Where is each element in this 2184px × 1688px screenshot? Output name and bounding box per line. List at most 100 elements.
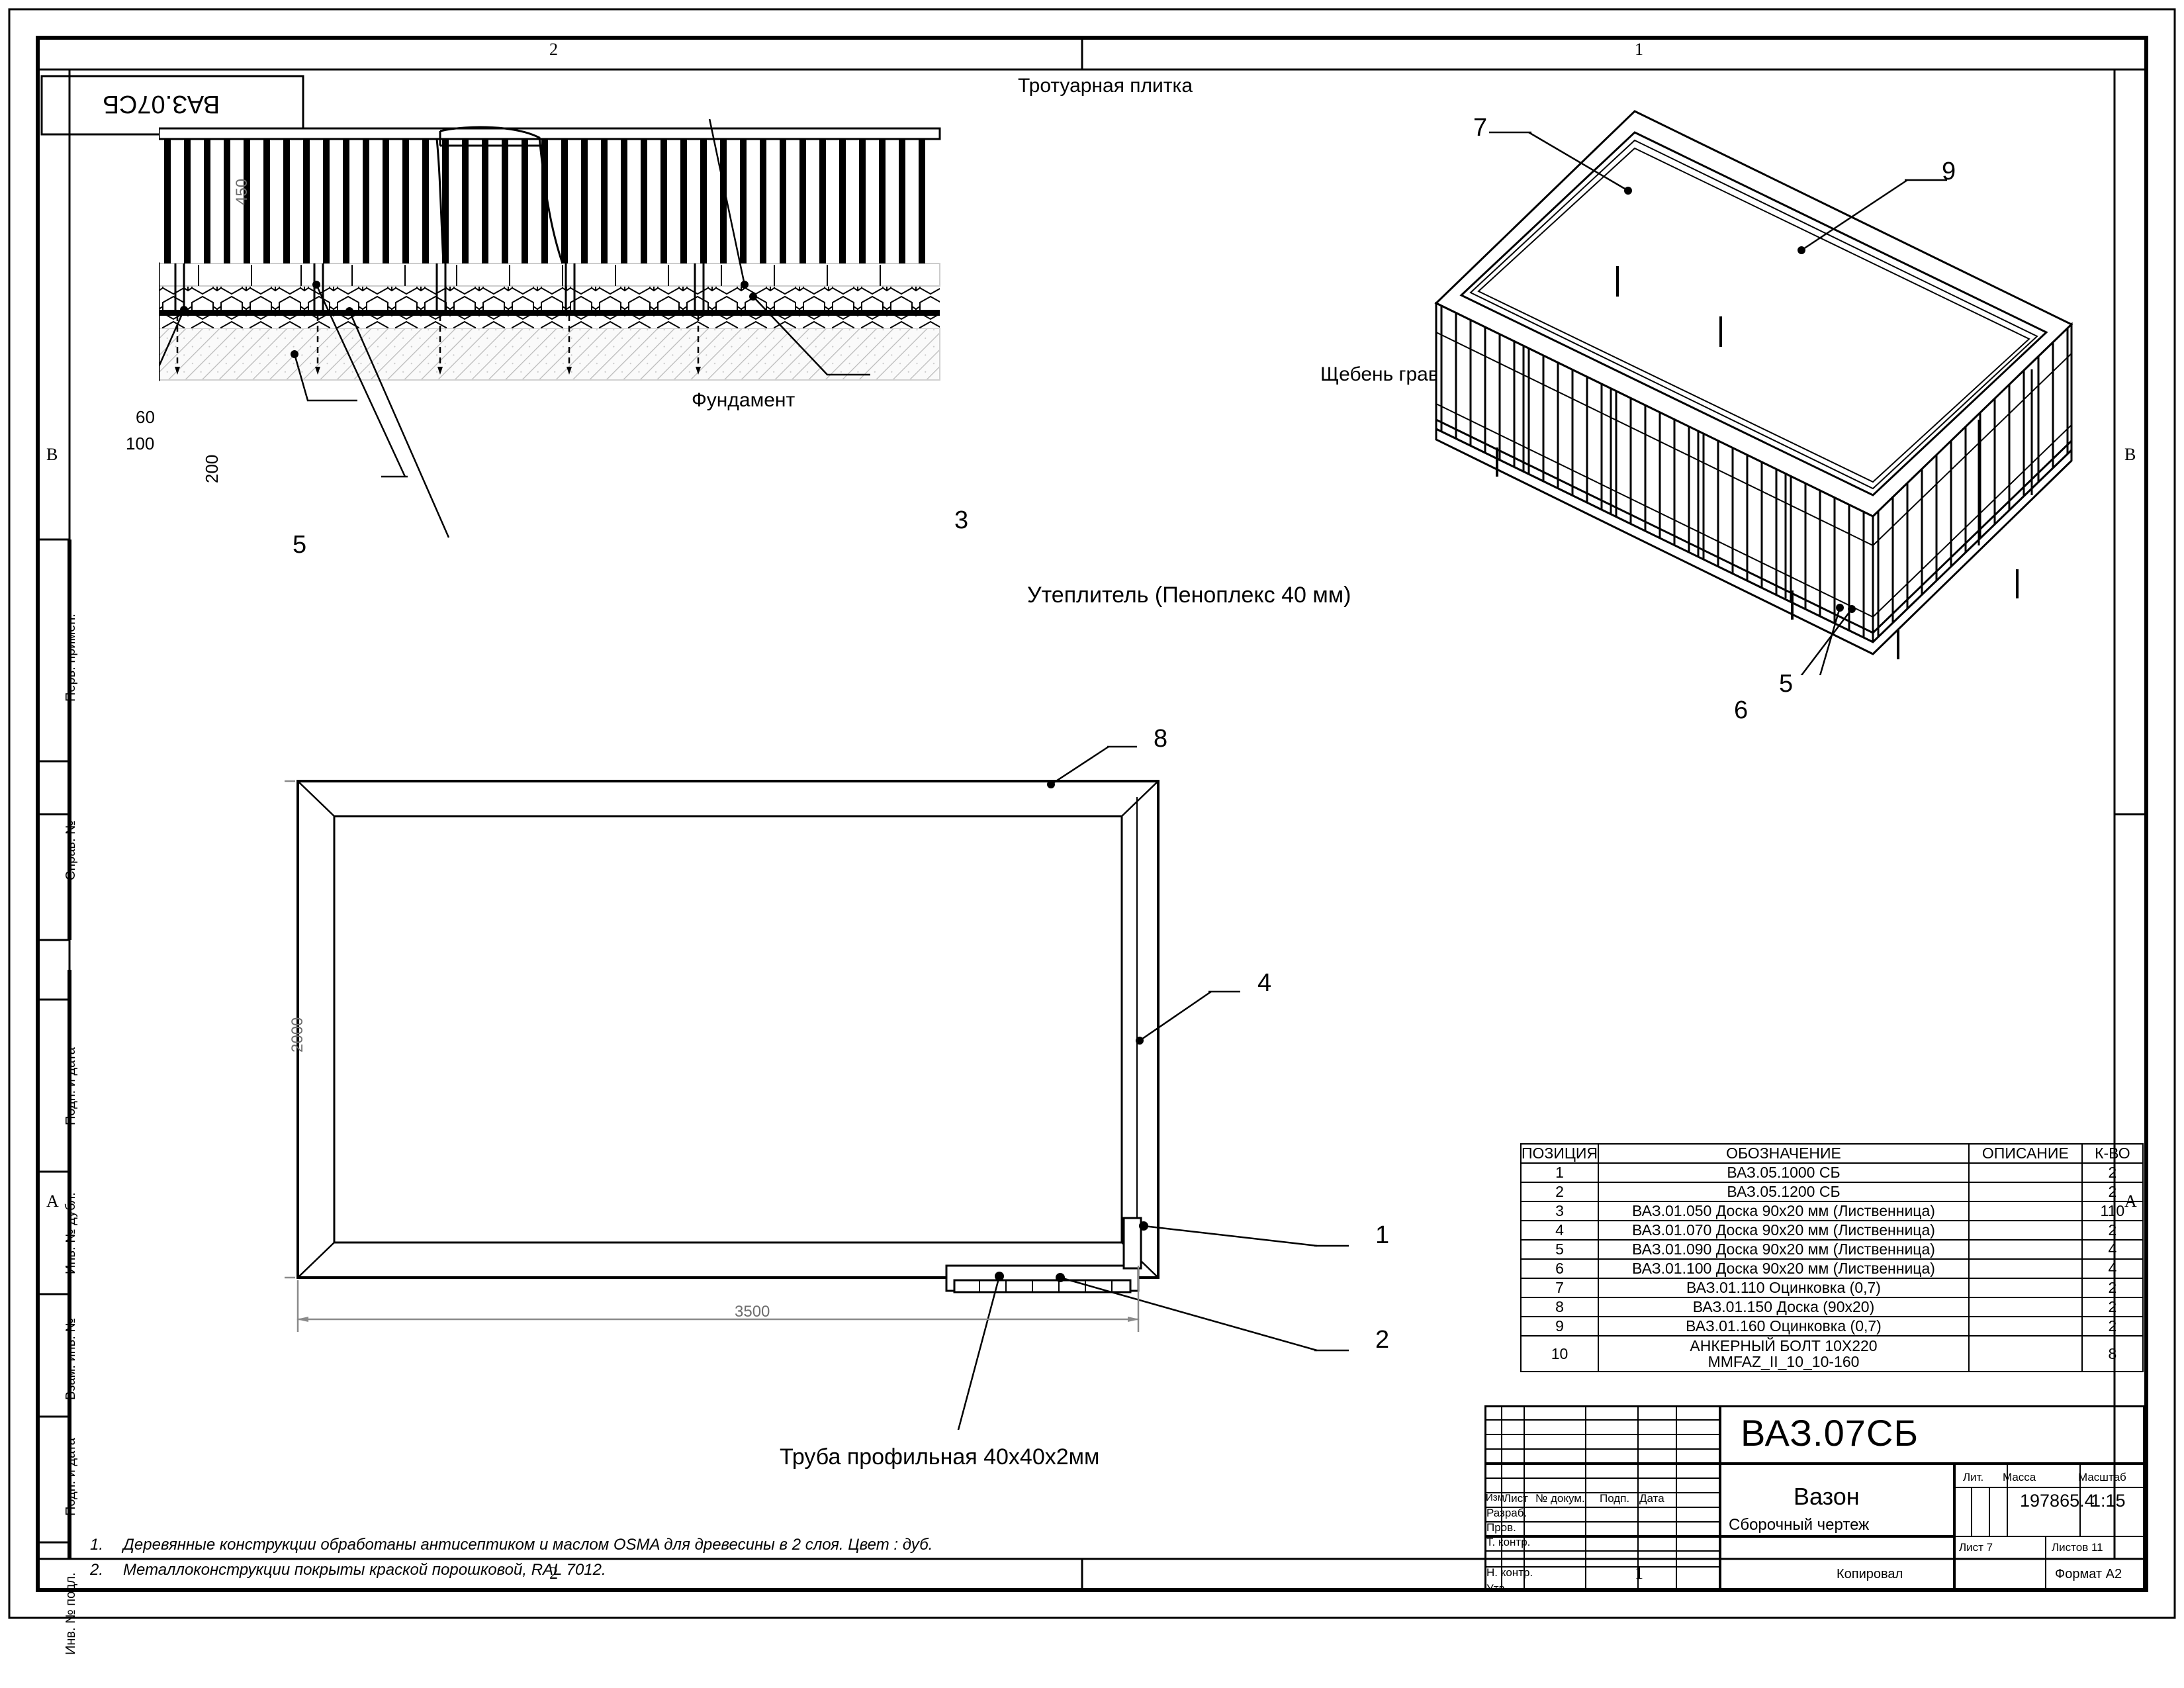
bom-header-pos: ПОЗИЦИЯ <box>1520 1143 1599 1164</box>
margin-field-perv-primen: Перв. примен. <box>64 614 78 702</box>
bom-designation: АНКЕРНЫЙ БОЛТ 10Х220 MMFAZ_II_10_10-160 <box>1598 1335 1970 1372</box>
bom-qty: 2 <box>2081 1278 2144 1298</box>
bom-pos: 4 <box>1520 1220 1599 1241</box>
bom-qty: 110 <box>2081 1201 2144 1221</box>
margin-field-inv-no-podl: Инв. № подл. <box>64 1572 78 1655</box>
bom-designation: ВАЗ.05.1000 СБ <box>1598 1162 1970 1183</box>
dim-200: 200 <box>202 454 222 483</box>
bom-qty: 2 <box>2081 1182 2144 1202</box>
balloon-9-iso: 9 <box>1942 158 1956 185</box>
bom-designation: ВАЗ.05.1200 СБ <box>1598 1182 1970 1202</box>
bom-description <box>1968 1297 2083 1317</box>
title-lit-label: Лит. <box>1963 1471 1984 1483</box>
bom-pos: 7 <box>1520 1278 1599 1298</box>
bom-designation: ВАЗ.01.150 Доска (90х20) <box>1598 1297 1970 1317</box>
balloon-5-iso: 5 <box>1779 670 1794 698</box>
bom-pos: 5 <box>1520 1239 1599 1260</box>
rev-header-docnum: № докум. <box>1535 1492 1585 1505</box>
copied-label: Копировал <box>1837 1567 1903 1581</box>
title-sheets-label: Листов 11 <box>2052 1541 2103 1554</box>
bom-designation: ВАЗ.01.100 Доска 90х20 мм (Лиственница) <box>1598 1258 1970 1279</box>
rev-header-podp: Подп. <box>1600 1492 1630 1505</box>
rev-header-data: Дата <box>1639 1492 1664 1505</box>
balloon-7-iso: 7 <box>1473 114 1488 142</box>
dim-100: 100 <box>126 434 155 453</box>
bom-description <box>1968 1239 2083 1260</box>
margin-field-inv-no-dubl: Инв. № дубл. <box>64 1192 78 1274</box>
bom-pos: 1 <box>1520 1162 1599 1183</box>
bom-designation: ВАЗ.01.070 Доска 90х20 мм (Лиственница) <box>1598 1220 1970 1241</box>
zone-col-2-top: 2 <box>549 40 558 59</box>
bom-qty: 2 <box>2081 1162 2144 1183</box>
callout-profile-tube: Труба профильная 40х40х2мм <box>780 1444 1100 1470</box>
role-t-kontr: Т. контр. <box>1486 1536 1531 1548</box>
title-doc-type: Сборочный чертеж <box>1729 1516 1870 1534</box>
note-1-text: Деревянные конструкции обработаны антисе… <box>123 1536 933 1554</box>
balloon-3-section: 3 <box>954 506 969 534</box>
balloon-2-plan: 2 <box>1375 1326 1390 1354</box>
table-row: 7 ВАЗ.01.110 Оцинковка (0,7) 2 <box>1520 1278 2144 1298</box>
role-razrab: Разраб. <box>1486 1507 1527 1519</box>
bom-description <box>1968 1316 2083 1336</box>
role-prov: Пров. <box>1486 1521 1516 1534</box>
bom-table: ПОЗИЦИЯ ОБОЗНАЧЕНИЕ ОПИСАНИЕ К-ВО 1 ВАЗ.… <box>1520 1143 2144 1372</box>
isometric-view-geometry <box>1434 110 2073 675</box>
bom-designation: ВАЗ.01.090 Доска 90х20 мм (Лиственница) <box>1598 1239 1970 1260</box>
zone-col-1-top: 1 <box>1635 40 1643 59</box>
rev-header-list: Лист <box>1504 1492 1528 1505</box>
callout-insulation: Утеплитель (Пеноплекс 40 мм) <box>1027 583 1351 608</box>
role-n-kontr: Н. контр. <box>1486 1566 1533 1579</box>
margin-field-vzam-inv-no: Взам. инв. № <box>64 1318 78 1400</box>
zone-row-b-right: В <box>2124 445 2136 464</box>
dim-450: 450 <box>233 178 251 205</box>
note-1-number: 1. <box>90 1536 104 1554</box>
bom-header-description: ОПИСАНИЕ <box>1968 1143 2083 1164</box>
bom-designation: ВАЗ.01.110 Оцинковка (0,7) <box>1598 1278 1970 1298</box>
rev-header-izm: Изм. <box>1486 1492 1508 1503</box>
dim-60: 60 <box>136 407 155 427</box>
role-utv: Утв. <box>1486 1582 1508 1595</box>
zone-col-2-bottom: 2 <box>549 1564 558 1583</box>
table-row: 6 ВАЗ.01.100 Доска 90х20 мм (Лиственница… <box>1520 1258 2144 1279</box>
format-label: Формат А2 <box>2055 1567 2122 1581</box>
title-mass-value: 197865.4 <box>2020 1491 2095 1511</box>
plan-view-geometry <box>285 745 1349 1430</box>
bom-qty: 2 <box>2081 1316 2144 1336</box>
table-row: 4 ВАЗ.01.070 Доска 90х20 мм (Лиственница… <box>1520 1220 2144 1241</box>
margin-field-podp-i-data-1: Подп. и дата <box>64 1047 78 1125</box>
bom-qty: 4 <box>2081 1258 2144 1279</box>
bom-qty: 2 <box>2081 1297 2144 1317</box>
bom-header-row: ПОЗИЦИЯ ОБОЗНАЧЕНИЕ ОПИСАНИЕ К-ВО <box>1520 1143 2144 1164</box>
bom-description <box>1968 1335 2083 1372</box>
bom-qty: 2 <box>2081 1220 2144 1241</box>
zone-row-a-left: А <box>46 1192 59 1211</box>
note-2-text: Металлоконструкции покрыты краской порош… <box>123 1561 606 1579</box>
bom-pos: 6 <box>1520 1258 1599 1279</box>
title-drawing-number: ВАЗ.07СБ <box>1741 1412 1919 1454</box>
bom-pos: 10 <box>1520 1335 1599 1372</box>
bom-description <box>1968 1278 2083 1298</box>
bom-pos: 9 <box>1520 1316 1599 1336</box>
margin-field-podp-i-data-2: Подп. и дата <box>64 1438 78 1516</box>
zone-col-1-bottom: 1 <box>1635 1564 1643 1583</box>
balloon-4-plan: 4 <box>1257 969 1272 997</box>
bom-description <box>1968 1201 2083 1221</box>
title-sheet-label: Лист 7 <box>1959 1541 1993 1554</box>
callout-paving-tile: Тротуарная плитка <box>1018 75 1193 97</box>
dim-3500: 3500 <box>735 1303 770 1321</box>
bom-pos: 8 <box>1520 1297 1599 1317</box>
bom-header-designation: ОБОЗНАЧЕНИЕ <box>1598 1143 1970 1164</box>
balloon-6-iso: 6 <box>1734 696 1749 724</box>
table-row: 2 ВАЗ.05.1200 СБ 2 <box>1520 1182 2144 1202</box>
margin-field-sprav-no: Справ. № <box>64 820 78 880</box>
bom-description <box>1968 1220 2083 1241</box>
bom-designation: ВАЗ.01.050 Доска 90х20 мм (Лиственница) <box>1598 1201 1970 1221</box>
bom-qty: 4 <box>2081 1239 2144 1260</box>
note-2-number: 2. <box>90 1561 104 1579</box>
bom-description <box>1968 1162 2083 1183</box>
bom-description <box>1968 1258 2083 1279</box>
table-row: 1 ВАЗ.05.1000 СБ 2 <box>1520 1162 2144 1183</box>
title-block-frame <box>1484 1405 2146 1591</box>
bom-designation: ВАЗ.01.160 Оцинковка (0,7) <box>1598 1316 1970 1336</box>
